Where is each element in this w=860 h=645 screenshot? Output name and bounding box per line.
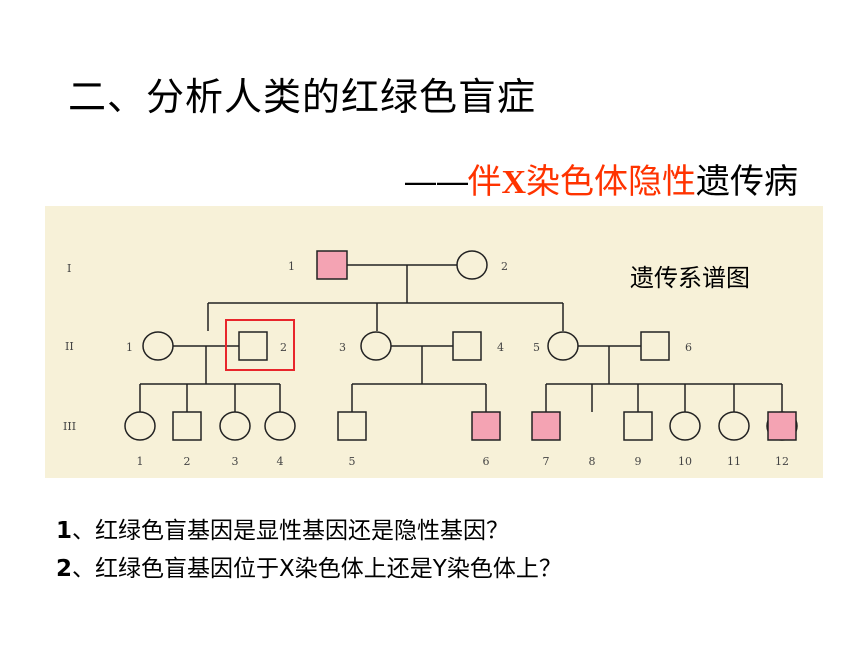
individual-number: 2 [501,260,508,273]
pedigree-svg: I II III [63,250,798,468]
pedigree-lines [139,264,783,412]
individual-number: 6 [685,341,692,354]
generation-label-1: I [67,262,71,275]
individual-number: 5 [533,341,540,354]
generation-label-3: III [63,420,76,433]
pedigree-male-III-5 [337,411,367,441]
individual-number: 1 [126,341,133,354]
pedigree-male-II-6 [640,331,670,361]
pedigree-male-III-12 [767,411,797,441]
question-text: 、红绿色盲基因是显性基因还是隐性基因？ [72,518,510,544]
individual-number: 2 [280,341,287,354]
gen-III-numbers: 1 2 3 4 5 6 7 8 9 10 11 12 [137,455,790,468]
question-1: 1、红绿色盲基因是显性基因还是隐性基因？ [56,511,509,545]
individual-number: 3 [339,341,346,354]
subtitle-dash: —— [403,162,469,202]
individual-number: 11 [727,455,741,468]
pedigree-male-I-1 [316,250,348,280]
individual-number: 1 [137,455,144,468]
question-text: 、红绿色盲基因位于X染色体上还是Y染色体上？ [72,556,562,582]
individual-number: 9 [635,455,642,468]
pedigree-female-III-1 [124,411,156,441]
individual-number: 6 [483,455,490,468]
highlight-box [225,319,295,371]
pedigree-female-III-4 [264,411,296,441]
pedigree-female-II-3 [360,331,392,361]
pedigree-female-I-2 [456,250,488,280]
generation-label-2: II [65,340,74,353]
pedigree-chart: I II III [45,206,823,478]
pedigree-female-II-1 [142,331,174,361]
pedigree-female-II-5 [547,331,579,361]
subtitle-red-rest: 染色体隐性 [526,162,696,202]
question-number: 1 [56,518,73,544]
individual-number: 12 [775,455,789,468]
slide-subtitle: ——伴X染色体隐性遗传病 [403,154,798,203]
individual-number: 2 [184,455,191,468]
individual-number: 4 [277,455,284,468]
question-2: 2、红绿色盲基因位于X染色体上还是Y染色体上？ [56,549,562,583]
pedigree-label: 遗传系谱图 [630,264,750,292]
pedigree-female-III-3 [219,411,251,441]
individual-number: 10 [678,455,692,468]
individual-number: 7 [543,455,550,468]
question-number: 2 [56,556,73,582]
pedigree-male-III-8 [623,411,653,441]
individual-number: 3 [232,455,239,468]
individual-number: 5 [349,455,356,468]
subtitle-highlight: 伴X染色体隐性 [467,162,696,202]
subtitle-red-x: X [501,164,526,201]
pedigree-male-II-2 [238,331,268,361]
pedigree-male-III-6 [471,411,501,441]
pedigree-male-III-2 [172,411,202,441]
individual-number: 1 [288,260,295,273]
subtitle-red-prefix: 伴 [467,162,502,202]
pedigree-female-III-9 [669,411,701,441]
individual-number: 4 [497,341,504,354]
slide-title: 二、分析人类的红绿色盲症 [68,75,537,119]
pedigree-male-III-7 [531,411,561,441]
individual-number: 8 [589,455,596,468]
subtitle-tail: 遗传病 [696,162,798,202]
pedigree-male-II-4 [452,331,482,361]
pedigree-female-III-10 [718,411,750,441]
